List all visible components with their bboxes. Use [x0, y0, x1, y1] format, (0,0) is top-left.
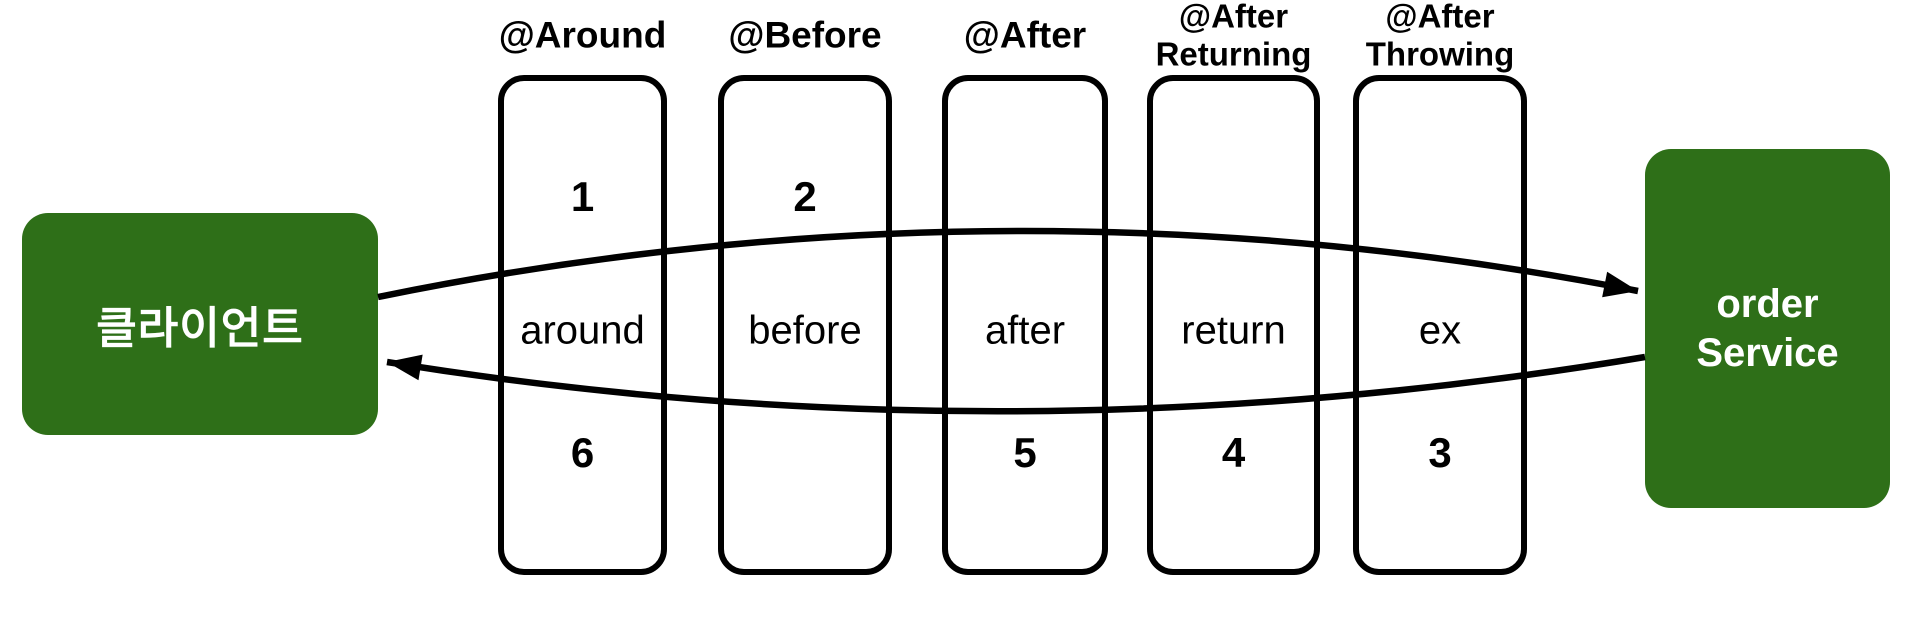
- advice-column-before: @Before 2 before: [718, 0, 892, 620]
- advice-keyword: return: [1181, 308, 1286, 353]
- call-order-number: 1: [570, 173, 595, 220]
- advice-title-after-throwing: @After Throwing: [1365, 0, 1515, 73]
- advice-title-around: @Around: [498, 14, 667, 56]
- advice-box-after-returning: [1147, 75, 1320, 575]
- advice-column-after-throwing: @After Throwing ex 3: [1353, 0, 1527, 620]
- return-order-number: 4: [1221, 429, 1246, 476]
- order-service-label-line2: Service: [1696, 330, 1839, 375]
- advice-title-before: @Before: [728, 14, 882, 56]
- advice-keyword: before: [748, 308, 862, 353]
- advice-title-after: @After: [963, 14, 1087, 56]
- order-service-label-line1: order: [1716, 281, 1819, 326]
- advice-box-after: [942, 75, 1108, 575]
- advice-box-around: [498, 75, 667, 575]
- advice-keyword: ex: [1418, 308, 1462, 353]
- client-node: 클라이언트: [22, 213, 378, 435]
- return-order-number: 6: [570, 429, 595, 476]
- advice-keyword: around: [520, 308, 645, 353]
- return-order-number: 3: [1428, 429, 1452, 476]
- return-order-number: 5: [1013, 429, 1037, 476]
- advice-box-after-throwing: [1353, 75, 1527, 575]
- call-order-number: 2: [793, 173, 817, 220]
- client-label: 클라이언트: [96, 304, 304, 353]
- advice-keyword: after: [984, 308, 1066, 353]
- order-service-node: order Service: [1645, 149, 1890, 508]
- advice-box-before: [718, 75, 892, 575]
- advice-column-after-returning: @After Returning return 4: [1147, 0, 1320, 620]
- advice-title-after-returning: @After Returning: [1155, 0, 1312, 73]
- advice-column-around: @Around 1 around 6: [498, 0, 667, 620]
- advice-column-after: @After after 5: [942, 0, 1108, 620]
